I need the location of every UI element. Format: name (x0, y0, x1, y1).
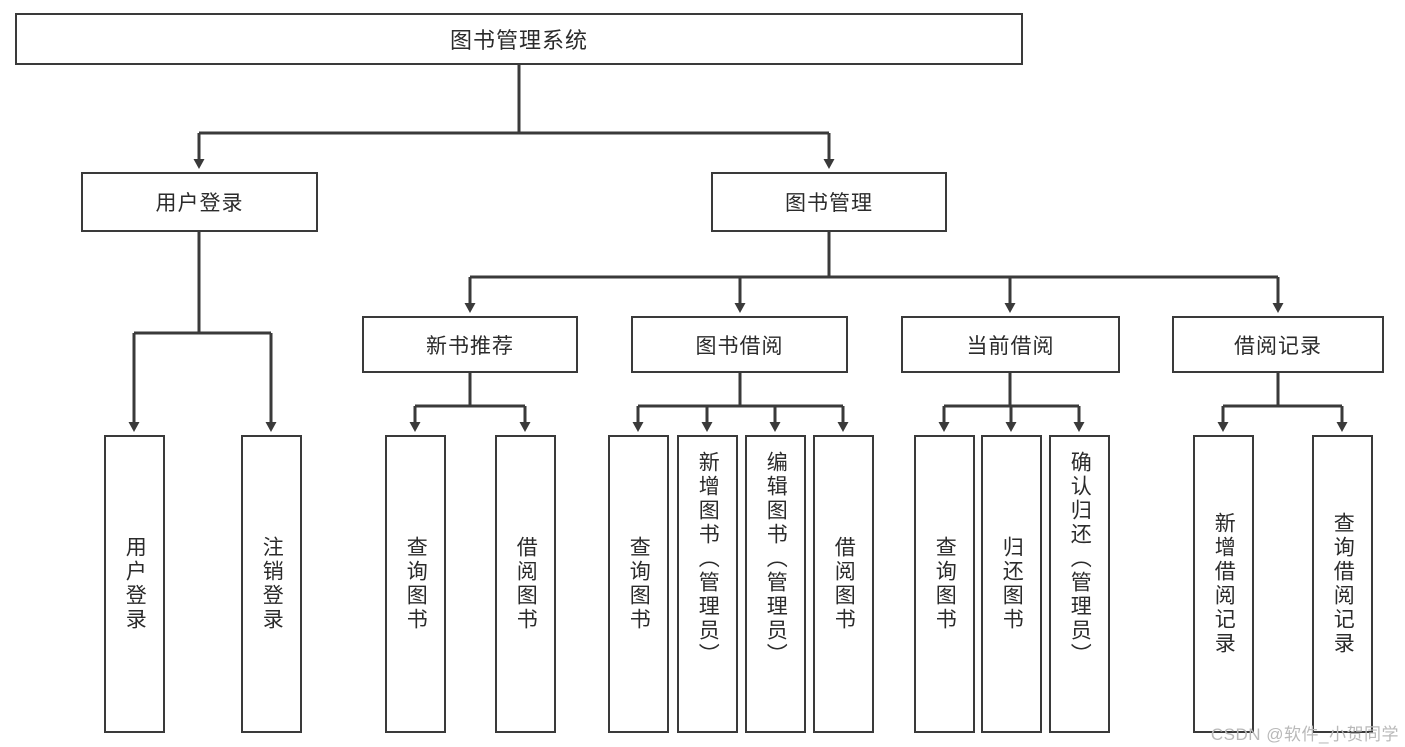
leaf-borrow-query-book[interactable]: 查询图书 (608, 435, 669, 733)
leaf-current-return-book[interactable]: 归还图书 (981, 435, 1042, 733)
leaf-current-confirm-return-admin[interactable]: 确认归还（管理员） (1049, 435, 1110, 733)
node-borrow-record[interactable]: 借阅记录 (1172, 316, 1384, 373)
node-current-borrow[interactable]: 当前借阅 (901, 316, 1120, 373)
node-user-login[interactable]: 用户登录 (81, 172, 318, 232)
node-book-borrow[interactable]: 图书借阅 (631, 316, 848, 373)
node-new-book-recommend[interactable]: 新书推荐 (362, 316, 578, 373)
node-root-system[interactable]: 图书管理系统 (15, 13, 1023, 65)
leaf-borrow-add-book-admin[interactable]: 新增图书（管理员） (677, 435, 738, 733)
leaf-record-add-record[interactable]: 新增借阅记录 (1193, 435, 1254, 733)
leaf-new-book-query-book[interactable]: 查询图书 (385, 435, 446, 733)
leaf-record-query-record[interactable]: 查询借阅记录 (1312, 435, 1373, 733)
leaf-user-login-login[interactable]: 用户登录 (104, 435, 165, 733)
watermark: CSDN @软件_小贺同学 (1210, 725, 1399, 744)
leaf-new-book-borrow-book[interactable]: 借阅图书 (495, 435, 556, 733)
leaf-user-login-logout[interactable]: 注销登录 (241, 435, 302, 733)
leaf-current-query-book[interactable]: 查询图书 (914, 435, 975, 733)
leaf-borrow-edit-book-admin[interactable]: 编辑图书（管理员） (745, 435, 806, 733)
node-book-management[interactable]: 图书管理 (711, 172, 947, 232)
leaf-borrow-borrow-book[interactable]: 借阅图书 (813, 435, 874, 733)
